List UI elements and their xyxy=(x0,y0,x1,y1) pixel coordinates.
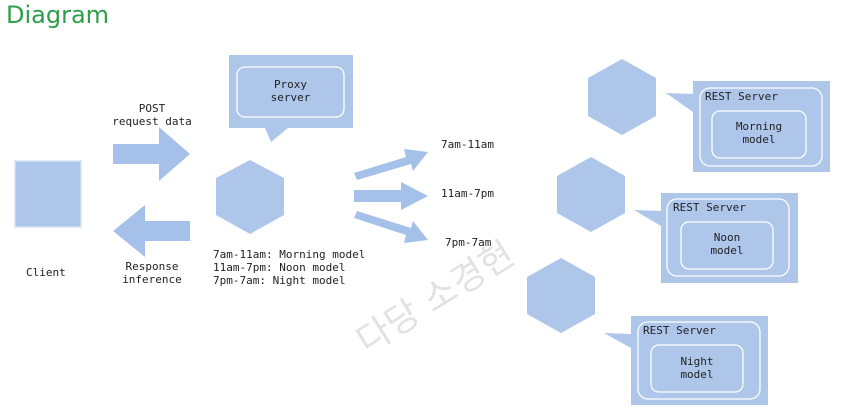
schedule-list: 7am-11am: Morning model 11am-7pm: Noon m… xyxy=(213,248,365,287)
server-header-noon: REST Server xyxy=(673,201,746,214)
route-arrow-up xyxy=(354,149,428,180)
route-arrow-mid xyxy=(354,182,428,210)
response-label-line1: Response xyxy=(125,260,179,273)
server-model-label-night: Night model xyxy=(651,355,743,381)
route-label-morning: 7am-11am xyxy=(441,138,494,151)
schedule-item: 11am-7pm: Noon model xyxy=(213,261,346,274)
page-title: Diagram xyxy=(6,1,110,29)
server-hexagon-morning xyxy=(588,59,656,135)
server-model-line1: Morning xyxy=(735,120,783,133)
server-hexagon-night xyxy=(527,258,595,333)
server-model-label-noon: Noon model xyxy=(681,231,773,257)
server-model-line1: Night xyxy=(680,355,714,368)
client-box xyxy=(14,160,82,228)
request-label: POST request data xyxy=(100,102,204,128)
route-label-noon: 11am-7pm xyxy=(441,187,494,200)
proxy-label-line2: server xyxy=(270,91,311,104)
server-model-line2: model xyxy=(680,368,714,381)
server-model-label-morning: Morning model xyxy=(712,120,806,146)
server-model-box-night xyxy=(650,344,744,393)
server-model-box-noon xyxy=(680,221,774,270)
server-frame-noon xyxy=(666,198,790,277)
response-label: Response inference xyxy=(100,260,204,286)
proxy-label: Proxy server xyxy=(237,78,344,104)
proxy-label-line1: Proxy xyxy=(273,78,308,91)
server-frame-night xyxy=(637,321,761,400)
client-label: Client xyxy=(26,266,66,279)
proxy-hexagon xyxy=(216,160,284,234)
request-arrow xyxy=(113,127,190,181)
response-arrow xyxy=(113,205,190,257)
server-header-morning: REST Server xyxy=(705,90,778,103)
route-arrow-down xyxy=(354,211,428,243)
server-model-line2: model xyxy=(742,133,776,146)
server-model-box-morning xyxy=(711,110,807,159)
server-model-line1: Noon xyxy=(713,231,741,244)
proxy-inner-box xyxy=(236,66,345,118)
route-label-night: 7pm-7am xyxy=(445,236,492,249)
response-label-line2: inference xyxy=(122,273,182,286)
schedule-item: 7am-11am: Morning model xyxy=(213,248,366,261)
request-label-line2: request data xyxy=(112,115,192,128)
schedule-item: 7pm-7am: Night model xyxy=(213,274,346,287)
server-hexagon-noon xyxy=(557,157,625,232)
server-frame-morning xyxy=(699,87,823,167)
request-label-line1: POST xyxy=(138,102,166,115)
server-header-night: REST Server xyxy=(643,324,716,337)
server-model-line2: model xyxy=(710,244,744,257)
